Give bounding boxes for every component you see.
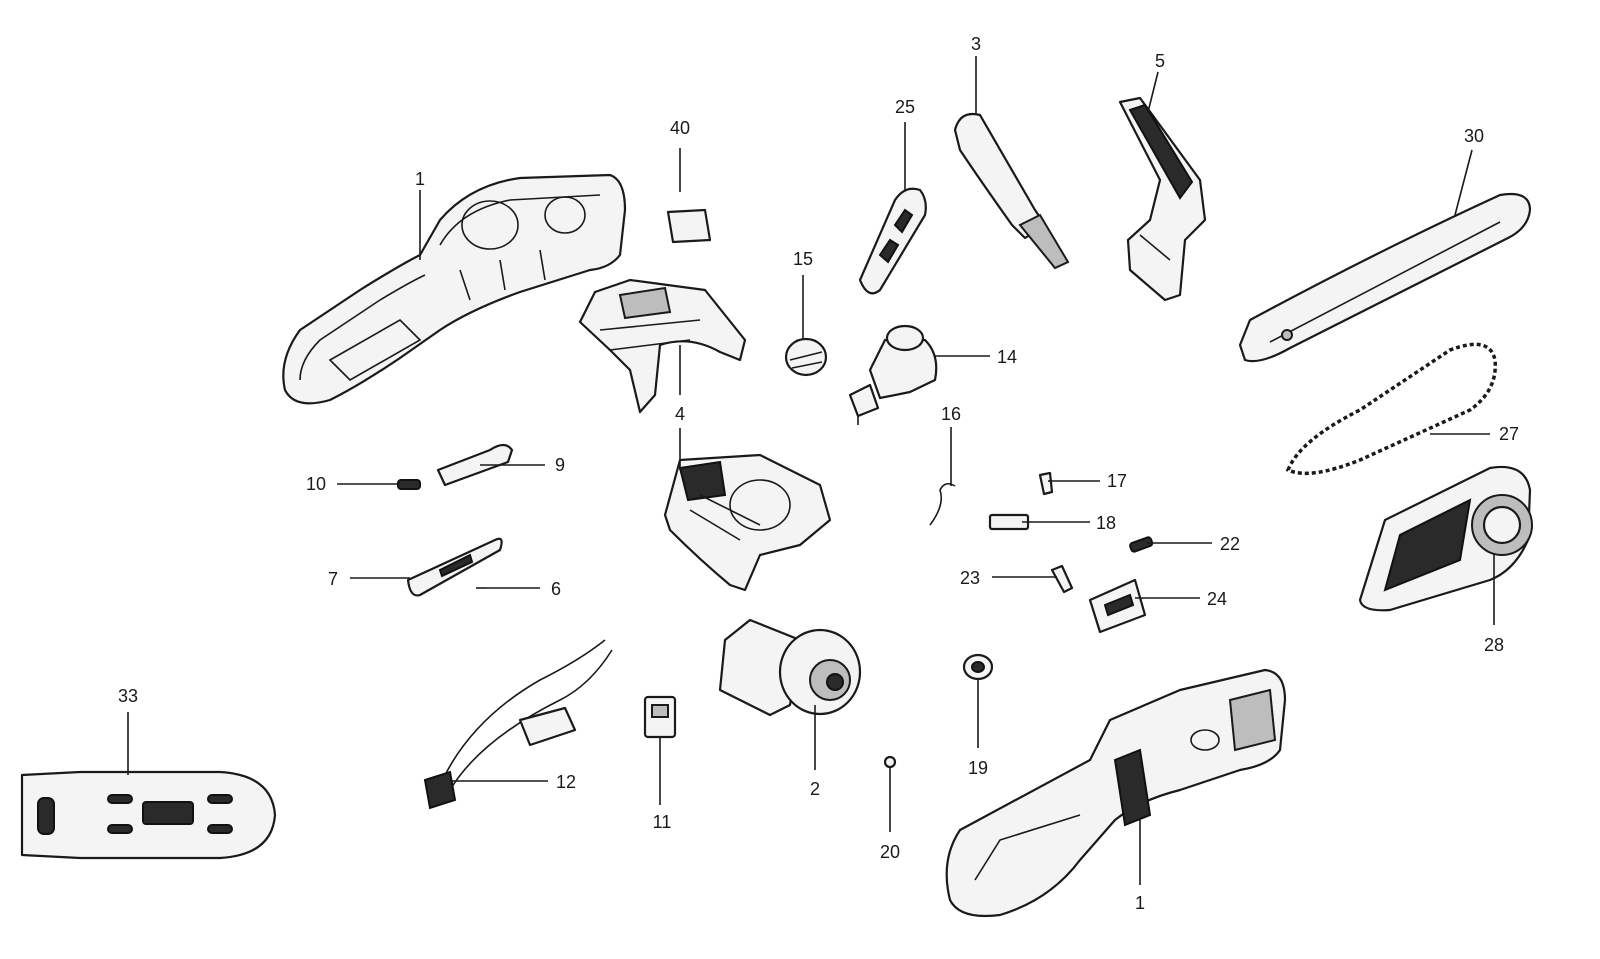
callout-16: 16 xyxy=(941,404,961,424)
callout-6: 6 xyxy=(551,579,561,599)
part-10-spring xyxy=(397,479,421,490)
callout-24: 24 xyxy=(1207,589,1227,609)
callout-15: 15 xyxy=(793,249,813,269)
part-2-motor xyxy=(718,618,862,717)
callout-20: 20 xyxy=(880,842,900,862)
callout-7: 7 xyxy=(328,569,338,589)
callout-30: 30 xyxy=(1464,126,1484,146)
part-15-cap xyxy=(784,337,828,377)
part-27-chain xyxy=(1285,342,1498,476)
callout-4: 4 xyxy=(675,404,685,424)
part-14-oiler xyxy=(848,324,938,425)
callout-40: 40 xyxy=(670,118,690,138)
callout-25: 25 xyxy=(895,97,915,117)
part-19-bushing xyxy=(962,653,994,681)
leader-lines xyxy=(127,56,1495,885)
callout-10: 10 xyxy=(306,474,326,494)
part-11-switch xyxy=(643,695,677,739)
callout-9: 9 xyxy=(555,455,565,475)
part-12-wiring xyxy=(423,639,613,810)
part-23-bolt xyxy=(1050,564,1074,594)
callout-1-bottom: 1 xyxy=(1135,893,1145,913)
part-5-bracket xyxy=(1118,96,1207,302)
part-1-housing-left xyxy=(282,173,627,405)
part-30-guide-bar xyxy=(1238,192,1532,363)
callout-17: 17 xyxy=(1107,471,1127,491)
callout-14: 14 xyxy=(997,347,1017,367)
part-4-gearbox xyxy=(663,453,832,592)
part-22-spring xyxy=(1129,536,1154,553)
part-1-housing-right xyxy=(945,668,1287,918)
callout-33: 33 xyxy=(118,686,138,706)
callout-numbers: 1 40 25 3 5 30 15 14 4 10 9 7 6 16 17 18… xyxy=(118,34,1519,913)
part-24-plate xyxy=(1088,578,1147,634)
callout-12: 12 xyxy=(556,772,576,792)
part-3-tube xyxy=(953,112,1070,270)
callout-2: 2 xyxy=(810,779,820,799)
part-28-side-cover xyxy=(1358,465,1533,612)
part-16-clip xyxy=(929,482,956,526)
part-4-gear-cover xyxy=(578,278,747,414)
callout-1-top: 1 xyxy=(415,169,425,189)
part-33-scabbard xyxy=(20,770,277,860)
part-25-grip xyxy=(858,187,927,295)
callout-18: 18 xyxy=(1096,513,1116,533)
callout-19: 19 xyxy=(968,758,988,778)
callout-5: 5 xyxy=(1155,51,1165,71)
callout-28: 28 xyxy=(1484,635,1504,655)
part-17-screw xyxy=(1038,471,1054,496)
callout-22: 22 xyxy=(1220,534,1240,554)
part-20-washer xyxy=(883,755,897,769)
callout-27: 27 xyxy=(1499,424,1519,444)
callout-3: 3 xyxy=(971,34,981,54)
callout-11: 11 xyxy=(653,812,672,832)
callout-23: 23 xyxy=(960,568,980,588)
part-9-lever xyxy=(436,443,514,487)
part-40-label xyxy=(666,208,712,244)
part-7-trigger xyxy=(406,537,503,597)
